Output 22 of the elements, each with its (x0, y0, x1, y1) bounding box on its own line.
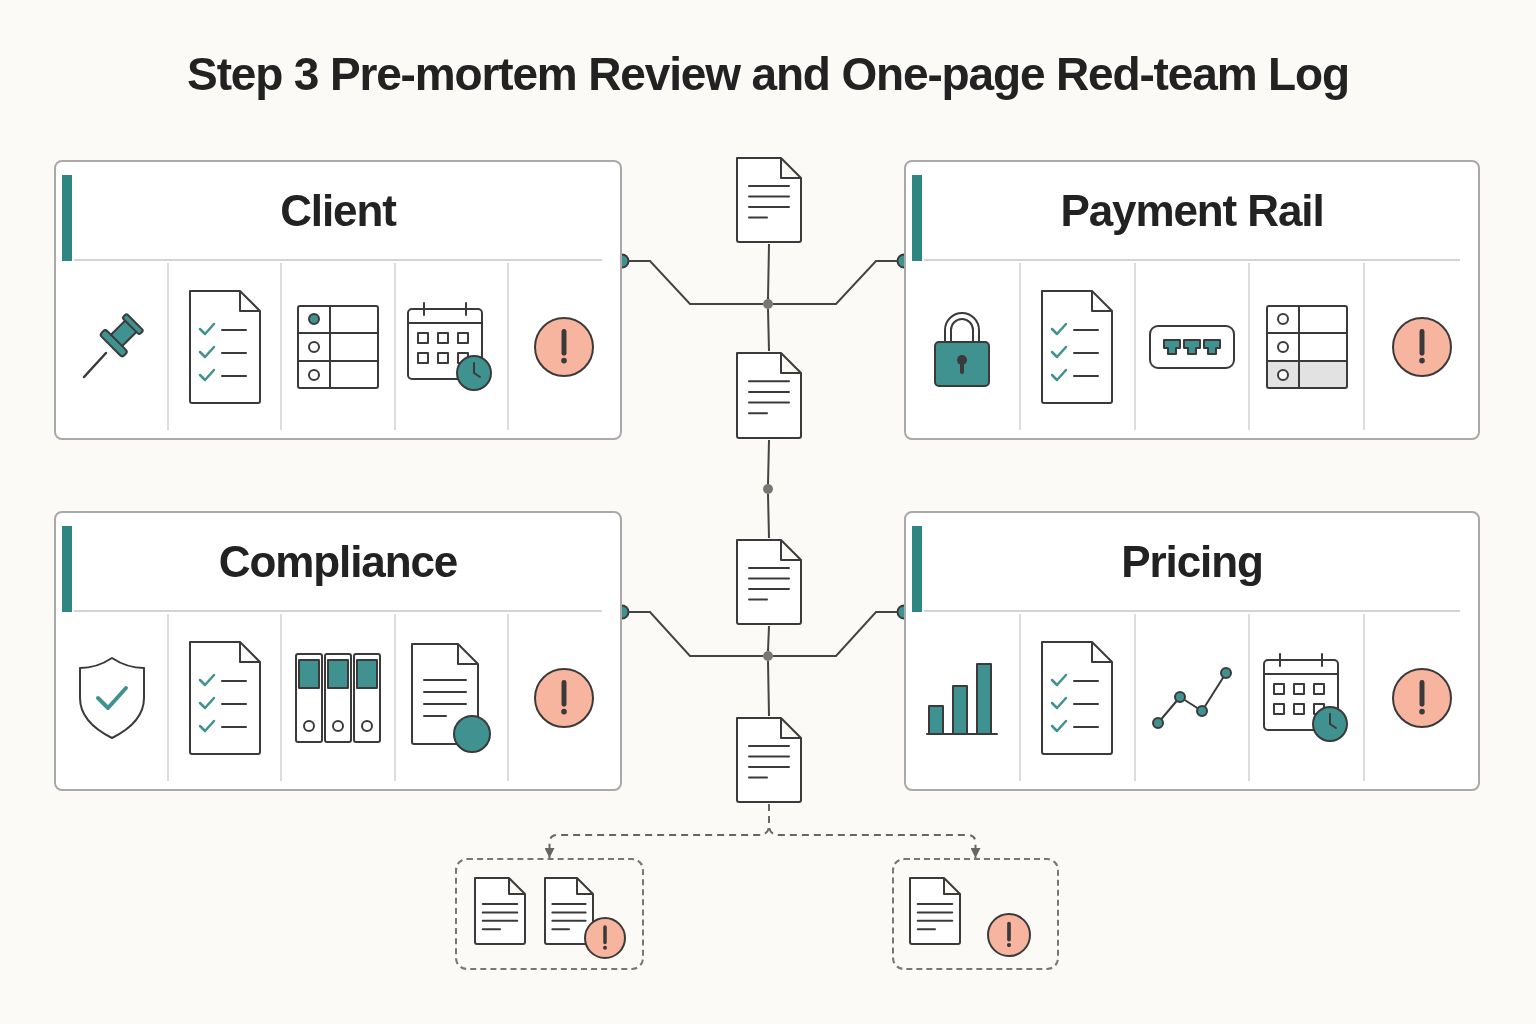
category-panel (54, 160, 622, 440)
connector-line (767, 439, 770, 485)
connector-line (767, 308, 770, 352)
connector-line (767, 660, 770, 717)
category-panel (54, 511, 622, 791)
connector-line (767, 625, 770, 652)
dashed-group-box (892, 858, 1059, 970)
dashed-group-box (455, 858, 644, 970)
dashed-connector (768, 803, 981, 859)
panel-heading: Compliance (218, 535, 458, 588)
panel-heading: Pricing (1121, 535, 1263, 588)
connector-line (767, 243, 770, 300)
panel-heading: Client (280, 184, 396, 237)
diagram-title: Step 3 Pre-mortem Review and One-page Red-team Log (186, 47, 1350, 102)
category-panel (904, 160, 1480, 440)
document-icon (735, 538, 803, 626)
panel-heading: Payment Rail (1060, 184, 1324, 237)
connector-line (767, 493, 770, 539)
category-panel (904, 511, 1480, 791)
document-icon (735, 351, 803, 440)
document-icon (735, 156, 803, 244)
document-icon (735, 716, 803, 804)
